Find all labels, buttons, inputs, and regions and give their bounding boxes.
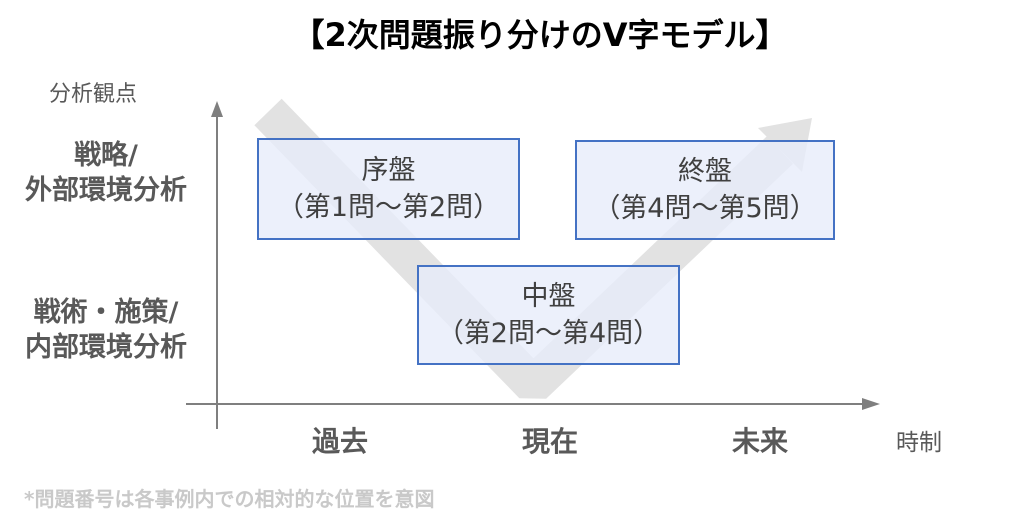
y-tick-tactics-line2: 内部環境分析 [25, 332, 187, 363]
stage-opening-range: （第1問～第2問） [276, 192, 501, 223]
y-tick-tactics: 戦術・施策/ 内部環境分析 [0, 295, 212, 365]
stage-box-middle: 中盤 （第2問～第4問） [417, 265, 680, 365]
stage-box-ending: 終盤 （第4問～第5問） [575, 140, 835, 240]
y-tick-tactics-line1: 戦術・施策/ [33, 297, 179, 328]
x-axis-arrow-icon [862, 398, 880, 410]
stage-middle-range: （第2問～第4問） [436, 318, 661, 349]
y-tick-strategy-line2: 外部環境分析 [25, 175, 187, 206]
x-tick-past: 過去 [311, 425, 368, 458]
diagram-title: 【2次問題振り分けのV字モデル】 [292, 16, 788, 54]
stage-opening-name: 序盤 [361, 155, 416, 186]
stage-middle-name: 中盤 [521, 281, 576, 312]
y-axis-title: 分析観点 [49, 82, 138, 107]
footnote: *問題番号は各事例内での相対的な位置を意図 [24, 487, 435, 511]
y-tick-strategy-line1: 戦略/ [74, 140, 138, 171]
stage-ending-name: 終盤 [678, 156, 732, 187]
x-tick-present: 現在 [521, 425, 578, 458]
y-tick-strategy: 戦略/ 外部環境分析 [0, 138, 212, 208]
stage-box-opening: 序盤 （第1問～第2問） [257, 138, 520, 240]
x-axis-title: 時制 [896, 430, 942, 456]
x-tick-future: 未来 [731, 425, 788, 458]
y-axis-arrow-icon [211, 101, 223, 117]
stage-ending-range: （第4問～第5問） [593, 193, 817, 224]
